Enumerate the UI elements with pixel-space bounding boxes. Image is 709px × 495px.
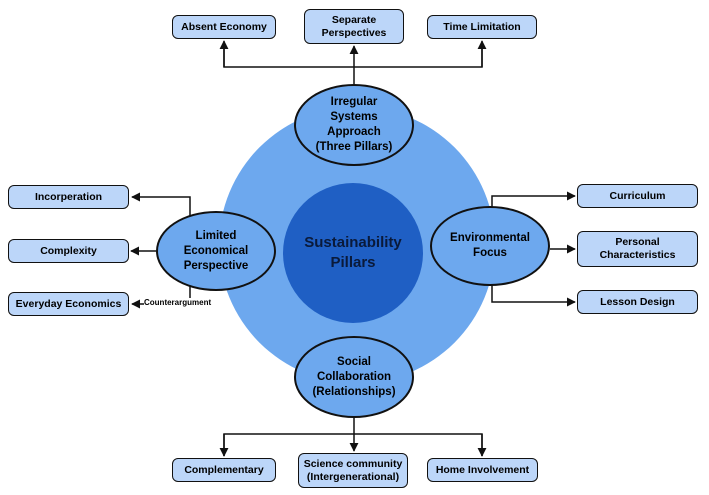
box-separate-perspectives: Separate Perspectives [304,9,404,44]
box-science-community: Science community (Intergenerational) [298,453,408,488]
node-top-label: Irregular Systems Approach (Three Pillar… [315,96,393,153]
box-label: Personal Characteristics [599,236,676,261]
node-environmental-focus: Environmental Focus [430,206,550,286]
box-label: Science community (Intergenerational) [303,457,403,483]
top-connector [219,40,487,84]
box-label: Home Involvement [435,463,530,476]
box-incorperation: Incorperation [8,185,129,209]
node-social-collaboration: Social Collaboration (Relationships) [294,336,414,418]
box-label: Complexity [40,244,97,257]
node-right-label: Environmental Focus [450,232,530,259]
box-everyday-economics: Everyday Economics [8,292,129,316]
node-irregular-systems: Irregular Systems Approach (Three Pillar… [294,84,414,166]
node-limited-economical: Limited Economical Perspective [156,211,276,291]
box-personal-characteristics: Personal Characteristics [577,231,698,267]
box-label: Incorperation [34,190,103,203]
bottom-connector [219,418,487,457]
core-circle: Sustainability Pillars [283,183,423,323]
node-bottom-label: Social Collaboration (Relationships) [312,355,396,398]
core-label: Sustainability Pillars [304,234,402,271]
box-home-involvement: Home Involvement [427,458,538,482]
box-complementary: Complementary [172,458,276,482]
box-absent-economy: Absent Economy [172,15,276,39]
counterargument-label: Counterargument [144,298,212,307]
box-lesson-design: Lesson Design [577,290,698,314]
box-label: Lesson Design [600,295,675,308]
box-label: Time Limitation [443,20,521,33]
box-time-limitation: Time Limitation [427,15,537,39]
box-label: Complementary [184,463,264,476]
box-label: Absent Economy [181,20,267,33]
box-label: Separate Perspectives [321,13,387,39]
box-curriculum: Curriculum [577,184,698,208]
box-complexity: Complexity [8,239,129,263]
box-label: Curriculum [609,189,666,202]
box-label: Everyday Economics [15,297,122,310]
node-left-label: Limited Economical Perspective [183,229,249,272]
